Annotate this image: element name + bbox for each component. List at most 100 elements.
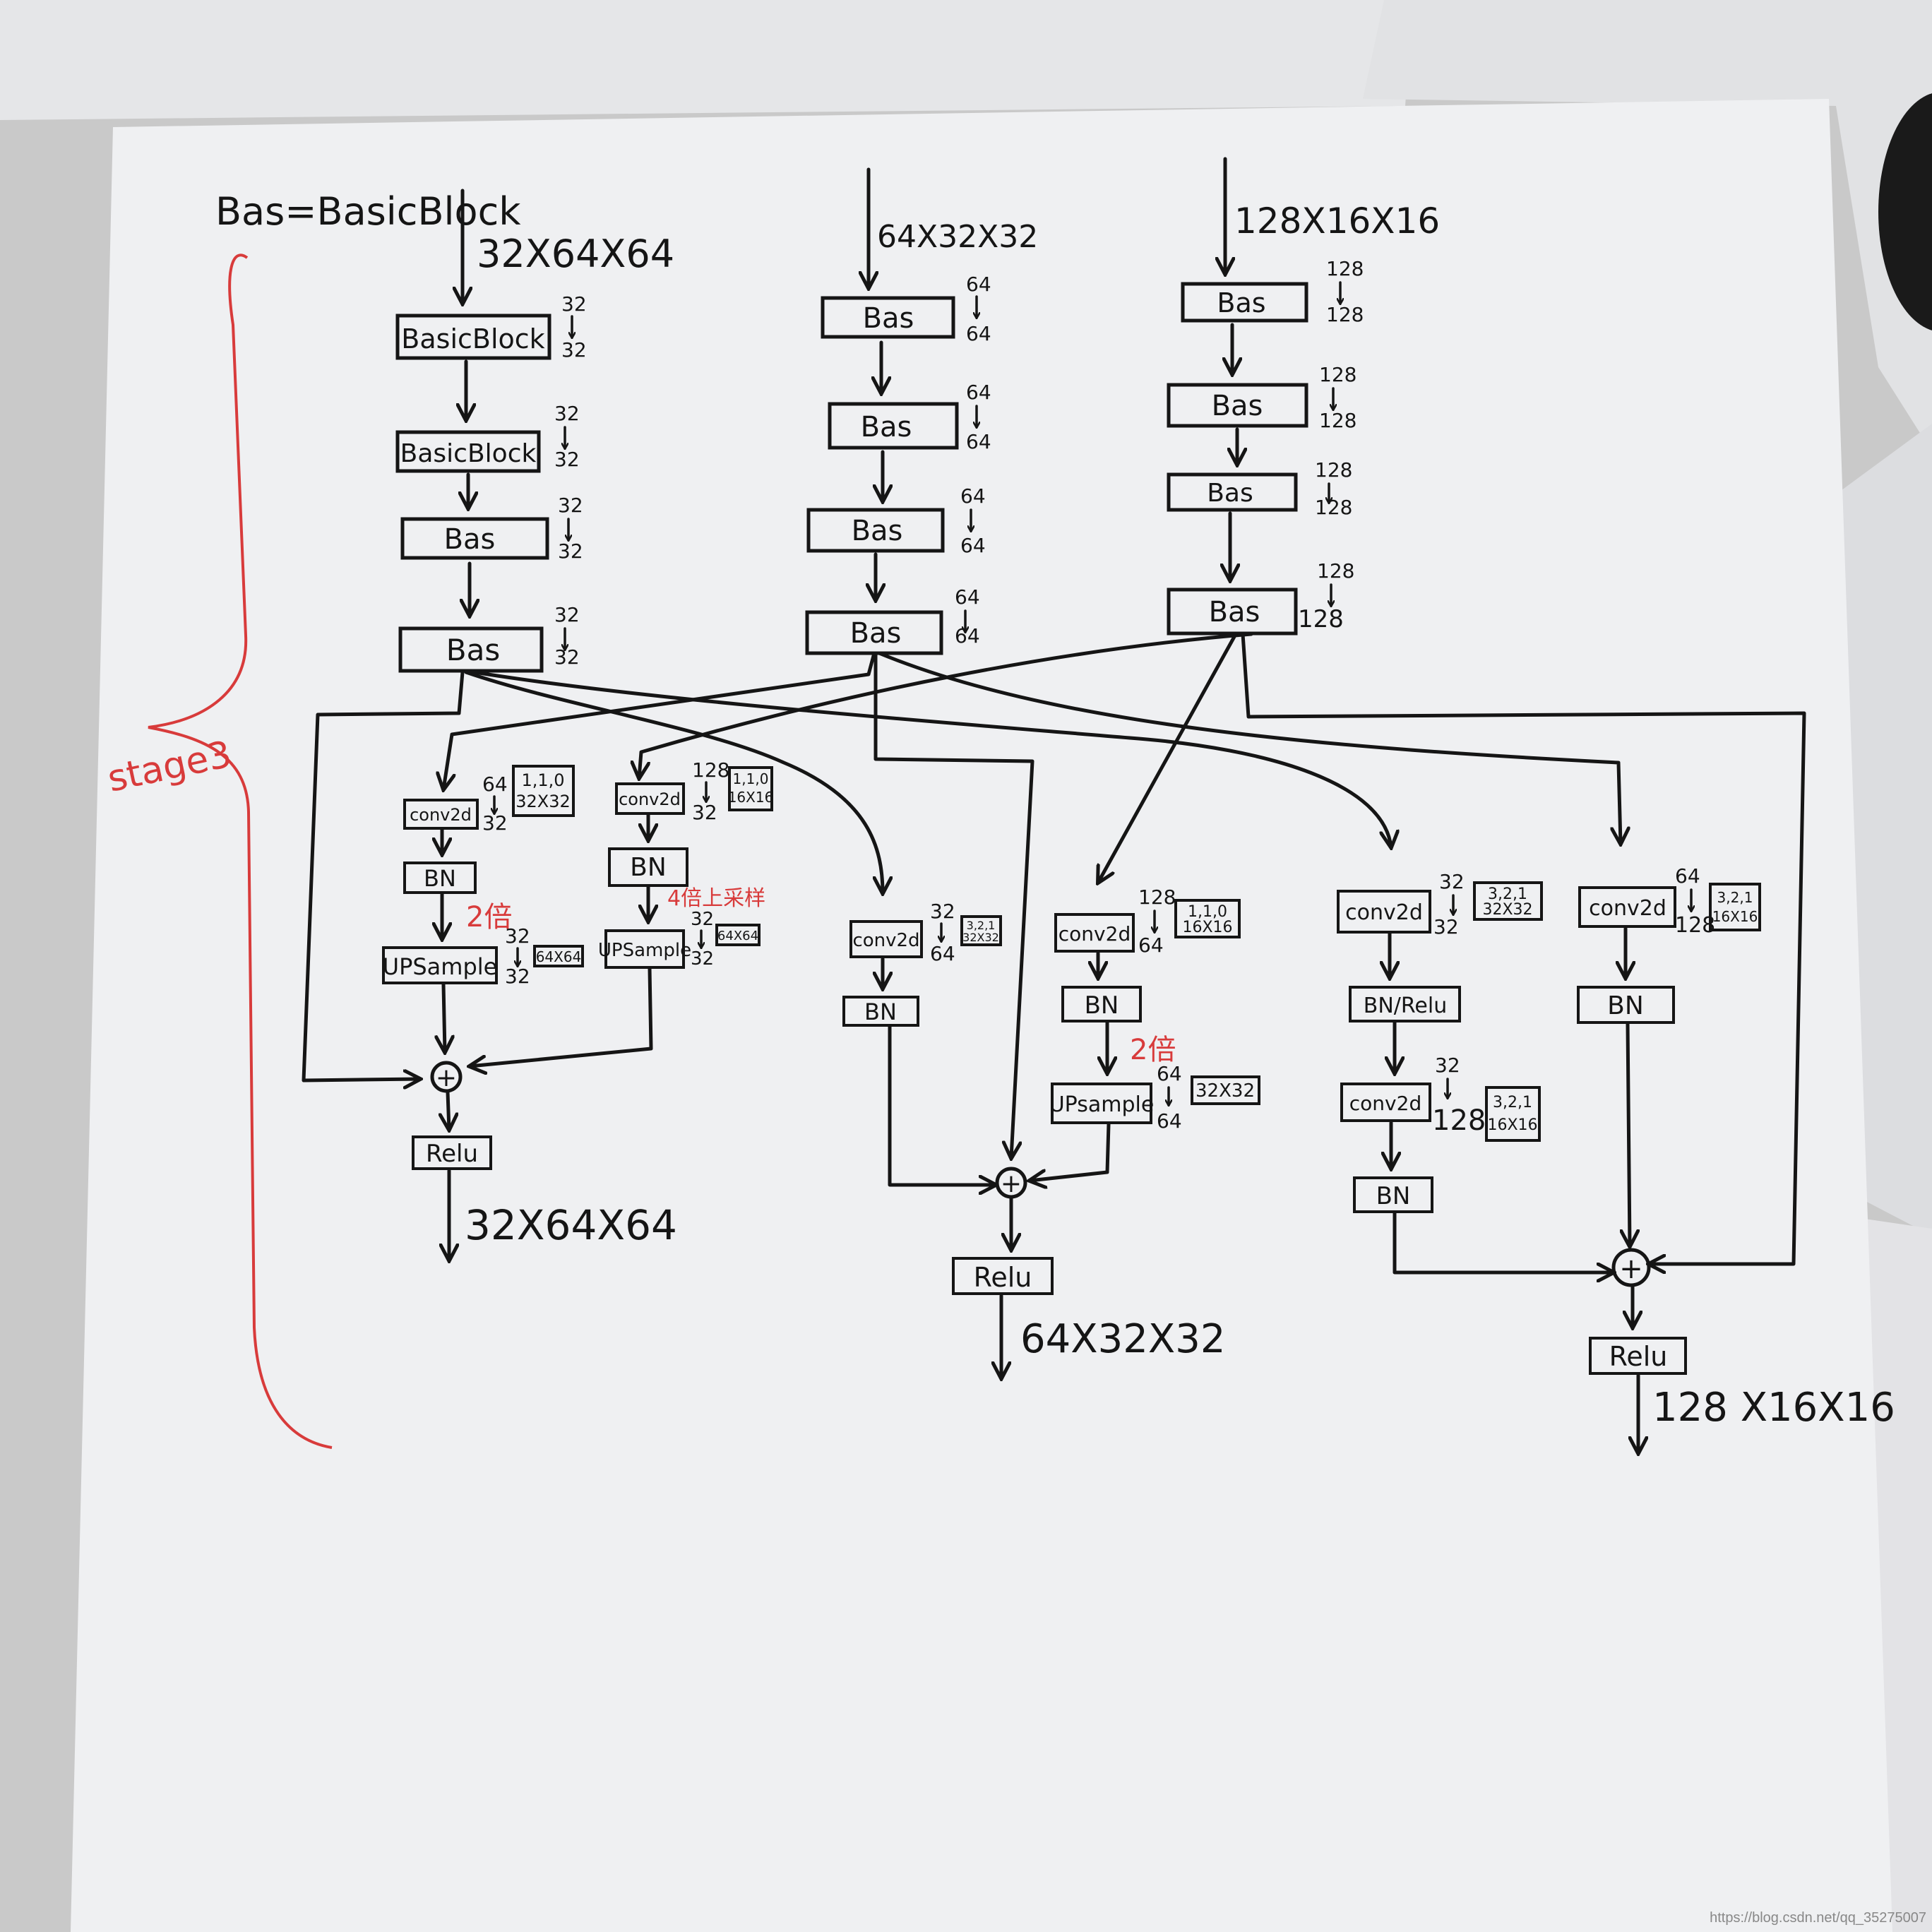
col2-block-4-ch-in: 64 bbox=[955, 585, 980, 609]
col2-block-1-ch-in: 64 bbox=[966, 273, 991, 296]
col1-block-3-ch-in: 32 bbox=[558, 494, 583, 517]
b2-params: 1,1,0 bbox=[733, 770, 769, 787]
col1-input-size: 32X64X64 bbox=[477, 232, 674, 276]
col3-block-1-ch-out: 128 bbox=[1326, 303, 1364, 326]
plus-node-1-sign: + bbox=[436, 1063, 457, 1092]
b6-params: 3,2,1 bbox=[1717, 889, 1753, 906]
col2-block-3-label: Bas bbox=[852, 515, 903, 547]
b4-cin: 128 bbox=[1138, 886, 1176, 909]
b3-cin: 32 bbox=[930, 900, 955, 923]
col3-block-2-label: Bas bbox=[1212, 390, 1263, 422]
b3-conv-label: conv2d bbox=[852, 930, 919, 951]
relu-1-label: Relu bbox=[426, 1140, 478, 1168]
col1-block-3-ch-out: 32 bbox=[558, 539, 583, 563]
b1-arrow-up-plus bbox=[443, 984, 445, 1052]
col2-input-size: 64X32X32 bbox=[877, 219, 1038, 255]
b1-bn-label: BN bbox=[424, 865, 456, 892]
b1-conv-label: conv2d bbox=[410, 805, 472, 825]
col1-block-1-ch-out: 32 bbox=[561, 338, 587, 362]
b1-usize: 64X64 bbox=[536, 948, 582, 965]
b2-conv-label: conv2d bbox=[619, 789, 681, 809]
b3-cout: 64 bbox=[930, 942, 955, 965]
col1-block-3-label: Bas bbox=[444, 523, 496, 556]
col3-block-4-ch-in: 128 bbox=[1317, 559, 1354, 583]
b1-up-label: UPSample bbox=[383, 953, 498, 980]
b4-up-label: UPsample bbox=[1049, 1092, 1155, 1117]
b5-size: 32X32 bbox=[1482, 901, 1532, 919]
b4-bn-label: BN bbox=[1085, 991, 1119, 1020]
col2-block-2-label: Bas bbox=[861, 411, 912, 443]
b2-size: 16X16 bbox=[728, 789, 774, 806]
b5-cout2: 128 bbox=[1432, 1104, 1486, 1137]
output-1-size: 32X64X64 bbox=[465, 1201, 677, 1249]
b2-uin: 32 bbox=[691, 909, 714, 930]
b2-cin: 128 bbox=[692, 758, 729, 782]
plus-node-2-sign: + bbox=[1001, 1169, 1022, 1198]
col1-block-4-label: Bas bbox=[446, 633, 500, 667]
col3-block-3-label: Bas bbox=[1207, 479, 1253, 508]
col3-block-3-ch-in: 128 bbox=[1315, 458, 1352, 482]
b5-cin: 32 bbox=[1439, 870, 1465, 893]
b6-to-plus3 bbox=[1628, 1024, 1630, 1246]
b1-cout: 32 bbox=[482, 811, 508, 835]
b4-cout: 64 bbox=[1138, 934, 1164, 957]
legend-text: Bas=BasicBlock bbox=[215, 189, 521, 234]
b1-uout: 32 bbox=[505, 965, 530, 988]
b1-cin: 64 bbox=[482, 773, 508, 796]
b6-conv-label: conv2d bbox=[1589, 896, 1666, 921]
col3-block-2-ch-out: 128 bbox=[1319, 409, 1356, 432]
b2-uout: 32 bbox=[691, 948, 714, 970]
b5-bn-label: BN/Relu bbox=[1364, 994, 1447, 1018]
col1-block-2-ch-out: 32 bbox=[554, 448, 580, 471]
b2-cout: 32 bbox=[692, 801, 717, 824]
col3-block-1-ch-in: 128 bbox=[1326, 257, 1364, 280]
b1-uin: 32 bbox=[505, 924, 530, 948]
col2-block-1-ch-out: 64 bbox=[966, 322, 991, 345]
col3-input-size: 128X16X16 bbox=[1234, 201, 1440, 242]
col2-block-3-ch-in: 64 bbox=[960, 484, 986, 508]
col2-block-2-ch-in: 64 bbox=[966, 381, 991, 404]
b5-bn2-label: BN bbox=[1376, 1182, 1411, 1210]
col2-block-4-ch-out: 64 bbox=[955, 624, 980, 648]
b5-conv2-label: conv2d bbox=[1349, 1092, 1421, 1115]
b1-params: 1,1,0 bbox=[521, 770, 564, 790]
b5-size2: 16X16 bbox=[1487, 1116, 1537, 1134]
b5-cout: 32 bbox=[1433, 915, 1459, 938]
col1-block-1-label: BasicBlock bbox=[401, 323, 544, 354]
col3-block-4-label: Bas bbox=[1209, 596, 1260, 628]
watermark-url: https://blog.csdn.net/qq_35275007 bbox=[1710, 1910, 1926, 1926]
b4-uin: 64 bbox=[1157, 1062, 1182, 1085]
col2-block-1-label: Bas bbox=[863, 302, 914, 335]
plus-node-3-sign: + bbox=[1619, 1253, 1643, 1285]
b2-up-label: UPSample bbox=[598, 940, 691, 961]
b2-note: 4倍上采样 bbox=[667, 886, 765, 911]
col3-block-4-ch-out: 128 bbox=[1298, 605, 1344, 633]
col3-block-3-ch-out: 128 bbox=[1315, 496, 1352, 519]
col1-block-2-ch-in: 32 bbox=[554, 402, 580, 425]
b2-usize: 64X64 bbox=[717, 929, 758, 943]
b6-bn-label: BN bbox=[1607, 991, 1644, 1020]
output-2-size: 64X32X32 bbox=[1020, 1316, 1226, 1362]
b3-size: 32X32 bbox=[962, 931, 999, 944]
relu-3-label: Relu bbox=[1609, 1341, 1668, 1372]
plus1-to-relu bbox=[448, 1092, 449, 1130]
b4-conv-label: conv2d bbox=[1059, 922, 1131, 946]
col2-block-3-ch-out: 64 bbox=[960, 534, 986, 557]
b5-params2: 3,2,1 bbox=[1493, 1094, 1532, 1111]
b4-uout: 64 bbox=[1157, 1109, 1182, 1133]
col2-block-4-label: Bas bbox=[850, 617, 902, 650]
col3-block-2-ch-in: 128 bbox=[1319, 363, 1356, 386]
b4-usize: 32X32 bbox=[1195, 1080, 1255, 1102]
b5-conv-label: conv2d bbox=[1345, 900, 1423, 925]
b6-cin: 64 bbox=[1675, 864, 1700, 888]
col3-block-1-label: Bas bbox=[1217, 287, 1265, 318]
output-3-size: 128 X16X16 bbox=[1652, 1385, 1895, 1431]
b6-size: 16X16 bbox=[1712, 908, 1758, 925]
b5-cin2: 32 bbox=[1435, 1054, 1460, 1077]
col1-block-4-ch-in: 32 bbox=[554, 603, 580, 626]
col1-block-4-ch-out: 32 bbox=[554, 645, 580, 669]
col1-block-1-ch-in: 32 bbox=[561, 292, 587, 316]
b2-bn-label: BN bbox=[630, 853, 667, 882]
back-paper-sheet bbox=[0, 0, 1412, 120]
